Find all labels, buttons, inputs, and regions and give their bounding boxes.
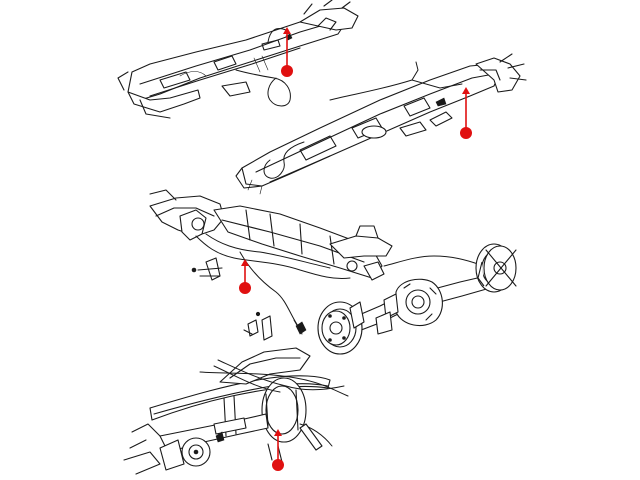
rear-axle-assembly-view: [149, 189, 517, 355]
callout-3-dot: [239, 282, 251, 294]
callout-1-arrowhead: [283, 27, 291, 34]
callout-2-dot: [460, 127, 472, 139]
callout-4: [272, 429, 284, 471]
callout-3: [239, 259, 251, 294]
upper-frame-view: [117, 0, 359, 119]
callout-3-arrowhead: [241, 259, 249, 266]
callout-2-arrowhead: [462, 87, 470, 94]
callout-2: [460, 87, 472, 139]
middle-frame-view: [235, 53, 527, 195]
callout-1: [281, 27, 293, 77]
callout-1-dot: [281, 65, 293, 77]
rear-spring-detail-view: [123, 347, 349, 475]
callout-4-dot: [272, 459, 284, 471]
callout-4-arrowhead: [274, 429, 282, 436]
